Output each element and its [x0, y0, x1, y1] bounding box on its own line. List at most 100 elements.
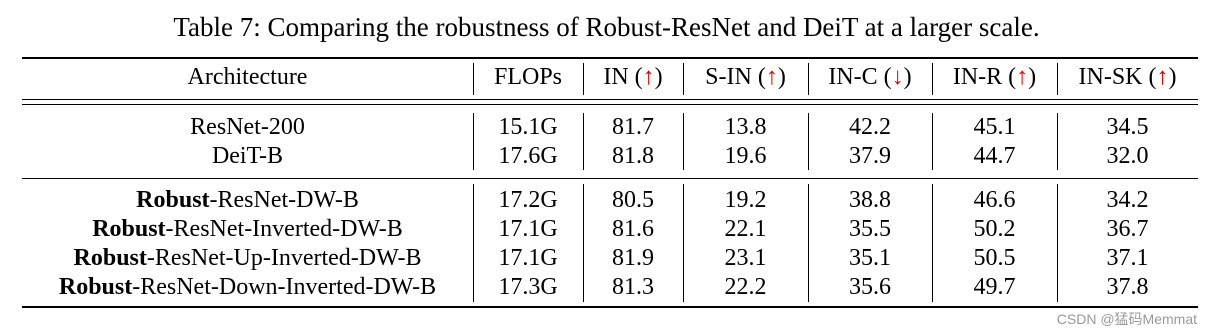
header-label: IN-SK ( — [1078, 64, 1157, 90]
header-label: Architecture — [187, 64, 308, 90]
column-separator — [473, 184, 474, 302]
group-separator-rule — [22, 178, 1198, 179]
table-cell: 37.8 — [1106, 274, 1149, 300]
header-label: IN ( — [603, 64, 643, 90]
table-cell: 32.0 — [1106, 143, 1149, 169]
header-double-rule-upper — [22, 99, 1198, 100]
up-arrow-icon: ↑ — [765, 64, 778, 90]
column-separator — [932, 113, 933, 170]
table-cell: 37.9 — [849, 143, 891, 169]
table-cell: 44.7 — [973, 143, 1016, 169]
up-arrow-icon: ↑ — [1156, 64, 1169, 90]
header-close-paren: ) — [903, 64, 912, 90]
column-separator — [808, 63, 809, 95]
header-label: FLOPs — [493, 64, 563, 90]
column-separator — [1057, 113, 1058, 170]
header-col-2: IN (↑) — [583, 63, 683, 91]
table-cell: 80.5 — [612, 187, 654, 213]
table-cell: 42.2 — [849, 114, 891, 140]
architecture-name-bold: Robust — [58, 274, 133, 300]
table-cell: 81.9 — [612, 245, 654, 271]
architecture-name: Robust-ResNet-Inverted-DW-B — [22, 215, 473, 243]
bottom-rule — [22, 306, 1198, 308]
column-separator — [583, 113, 584, 170]
header-col-4: IN-C (↓) — [808, 63, 932, 91]
header-close-paren: ) — [777, 64, 786, 90]
column-separator — [808, 113, 809, 170]
top-rule — [22, 57, 1198, 59]
watermark: CSDN @猛码Memmat — [1056, 311, 1197, 327]
table-cell: 17.2G — [498, 187, 558, 213]
column-separator — [683, 63, 684, 95]
table-cell: 23.1 — [724, 245, 767, 271]
column-separator — [583, 184, 584, 302]
table-cell: 17.1G — [498, 245, 558, 271]
up-arrow-icon: ↑ — [1016, 64, 1029, 90]
header-close-paren: ) — [1028, 64, 1037, 90]
architecture-name: Robust-ResNet-Up-Inverted-DW-B — [22, 244, 473, 272]
header-col-5: IN-R (↑) — [932, 63, 1057, 91]
table-cell: 81.7 — [612, 114, 654, 140]
table-cell: 19.6 — [724, 143, 767, 169]
header-col-3: S-IN (↑) — [683, 63, 808, 91]
table-cell: 34.2 — [1106, 187, 1149, 213]
header-architecture: Architecture — [22, 63, 473, 91]
up-arrow-icon: ↑ — [642, 64, 655, 90]
table-cell: 45.1 — [973, 114, 1016, 140]
architecture-name-bold: Robust — [73, 245, 147, 271]
architecture-name-rest: -ResNet-DW-B — [209, 187, 359, 213]
header-label: S-IN ( — [705, 64, 766, 90]
column-separator — [932, 184, 933, 302]
architecture-name-rest: -ResNet-Up-Inverted-DW-B — [146, 245, 422, 271]
down-arrow-icon: ↓ — [891, 64, 904, 90]
architecture-name-rest: -ResNet-Inverted-DW-B — [165, 216, 403, 242]
table-cell: 46.6 — [973, 187, 1016, 213]
header-double-rule-lower — [22, 104, 1198, 105]
table-cell: 17.6G — [498, 143, 558, 169]
table-cell: 15.1G — [498, 114, 558, 140]
header-close-paren: ) — [654, 64, 663, 90]
architecture-name-bold: Robust — [92, 216, 166, 242]
column-separator — [683, 184, 684, 302]
architecture-name-bold: Robust — [136, 187, 210, 213]
architecture-name: Robust-ResNet-DW-B — [22, 186, 473, 214]
header-close-paren: ) — [1168, 64, 1177, 90]
table-cell: 36.7 — [1106, 216, 1149, 242]
column-separator — [1057, 184, 1058, 302]
column-separator — [1057, 63, 1058, 95]
column-separator — [808, 184, 809, 302]
table-cell: 17.1G — [498, 216, 558, 242]
header-label: IN-R ( — [952, 64, 1017, 90]
table-cell: 38.8 — [849, 187, 891, 213]
header-col-6: IN-SK (↑) — [1057, 63, 1198, 91]
column-separator — [583, 63, 584, 95]
header-col-1: FLOPs — [473, 63, 583, 91]
architecture-name: DeiT-B — [22, 142, 473, 170]
table-cell: 19.2 — [724, 187, 767, 213]
table-cell: 37.1 — [1106, 245, 1149, 271]
architecture-name-rest: ResNet-200 — [190, 114, 305, 140]
table-cell: 35.6 — [849, 274, 891, 300]
architecture-name-rest: DeiT-B — [211, 143, 284, 169]
table-cell: 17.3G — [498, 274, 558, 300]
column-separator — [473, 63, 474, 95]
table-cell: 22.2 — [724, 274, 767, 300]
column-separator — [473, 113, 474, 170]
column-separator — [932, 63, 933, 95]
architecture-name-rest: -ResNet-Down-Inverted-DW-B — [132, 274, 437, 300]
header-label: IN-C ( — [828, 64, 892, 90]
table-cell: 34.5 — [1106, 114, 1149, 140]
table-cell: 49.7 — [973, 274, 1016, 300]
table-cell: 81.8 — [612, 143, 654, 169]
table-cell: 13.8 — [724, 114, 767, 140]
table-caption: Table 7: Comparing the robustness of Rob… — [173, 12, 1040, 42]
table-cell: 81.6 — [612, 216, 654, 242]
table-cell: 50.2 — [973, 216, 1016, 242]
table-cell: 35.1 — [849, 245, 891, 271]
table-cell: 50.5 — [973, 245, 1016, 271]
column-separator — [683, 113, 684, 170]
table-cell: 81.3 — [612, 274, 654, 300]
architecture-name: Robust-ResNet-Down-Inverted-DW-B — [22, 273, 473, 301]
table-cell: 22.1 — [724, 216, 767, 242]
table-cell: 35.5 — [849, 216, 891, 242]
